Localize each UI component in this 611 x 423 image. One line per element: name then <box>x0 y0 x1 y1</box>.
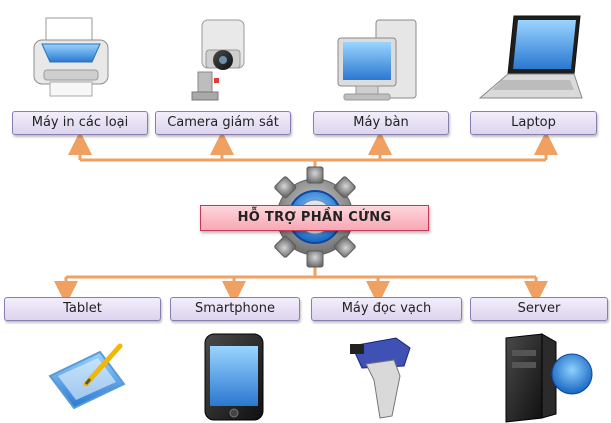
server-icon <box>505 333 593 423</box>
device-label-laptop: Laptop <box>470 111 597 135</box>
center-label: HỖ TRỢ PHẦN CỨNG <box>200 205 429 231</box>
smartphone-icon <box>204 333 264 421</box>
desktop-computer-icon <box>337 19 417 101</box>
laptop-icon <box>478 15 583 99</box>
printer-icon <box>33 17 109 97</box>
device-label-server: Server <box>470 297 608 321</box>
device-label-desktop: Máy bàn <box>313 111 449 135</box>
device-label-tablet: Tablet <box>4 297 161 321</box>
security-camera-icon <box>191 19 245 101</box>
device-label-smartphone: Smartphone <box>170 297 300 321</box>
device-label-barcode-scanner: Máy đọc vạch <box>311 297 462 321</box>
top-connectors <box>68 131 558 172</box>
device-label-printers: Máy in các loại <box>12 111 148 135</box>
barcode-scanner-icon <box>350 337 411 419</box>
device-label-camera: Camera giám sát <box>155 111 291 135</box>
tablet-icon <box>48 343 126 410</box>
bottom-connectors <box>54 262 548 305</box>
